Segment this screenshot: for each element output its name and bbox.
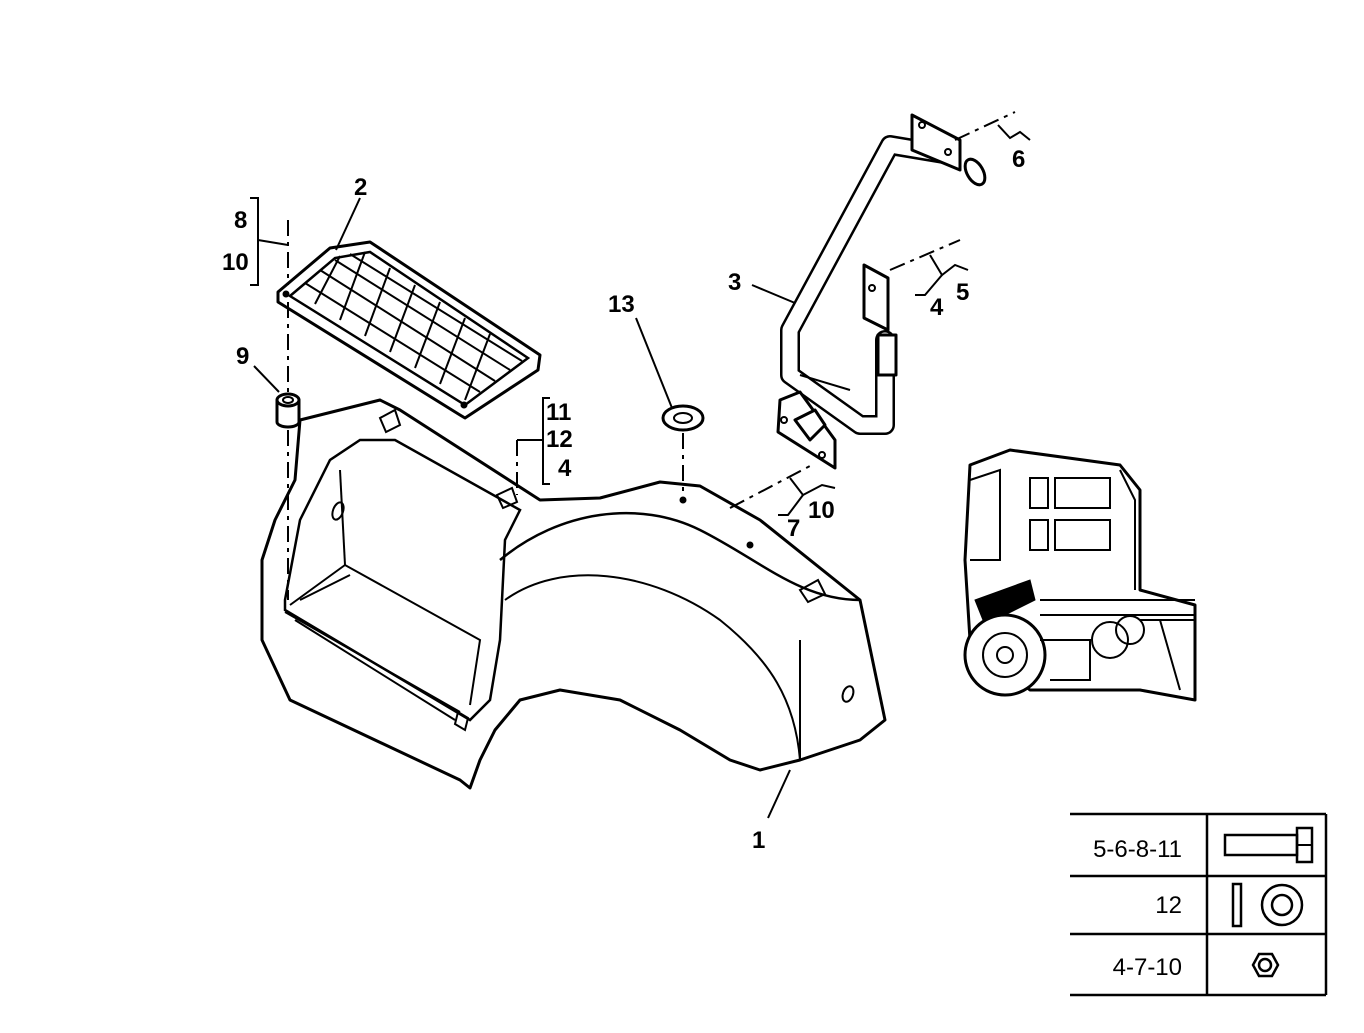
grab-handle (776, 113, 987, 470)
step-grating (276, 240, 542, 420)
callout-2: 2 (354, 174, 367, 201)
callout-3: 3 (728, 269, 741, 296)
legend-row-label: 4-7-10 (1113, 954, 1182, 981)
washer-icon (1231, 882, 1304, 928)
leader-lines (250, 124, 1031, 819)
legend-row-label: 5-6-8-11 (1093, 836, 1182, 863)
truck-locator-illustration (963, 448, 1197, 702)
callout-4-step: 4 (558, 455, 572, 482)
bolt-icon (1223, 826, 1314, 864)
callout-11: 11 (546, 399, 571, 426)
callout-9: 9 (236, 343, 249, 370)
callout-labels: 1 2 3 4 4 5 6 7 8 9 10 10 11 12 13 (222, 146, 1025, 854)
assembly-lines (287, 111, 1016, 600)
callout-8: 8 (234, 207, 247, 234)
fender-step-housing (260, 398, 887, 790)
hardware-legend-table: 5-6-8-11 12 4-7-10 (1070, 812, 1328, 997)
callout-7: 7 (787, 515, 800, 542)
hex-nut-icon (1251, 952, 1280, 978)
callout-5: 5 (956, 279, 969, 306)
callout-10-step: 10 (222, 249, 249, 276)
legend-row-label: 12 (1155, 892, 1182, 919)
callout-4-handle: 4 (930, 294, 944, 321)
grommet (661, 404, 705, 432)
spacer-bushing (275, 392, 301, 429)
callout-10-handle: 10 (808, 497, 835, 524)
callout-13: 13 (608, 291, 635, 318)
callout-1: 1 (752, 827, 765, 854)
callout-6: 6 (1012, 146, 1025, 173)
callout-12: 12 (546, 426, 573, 453)
